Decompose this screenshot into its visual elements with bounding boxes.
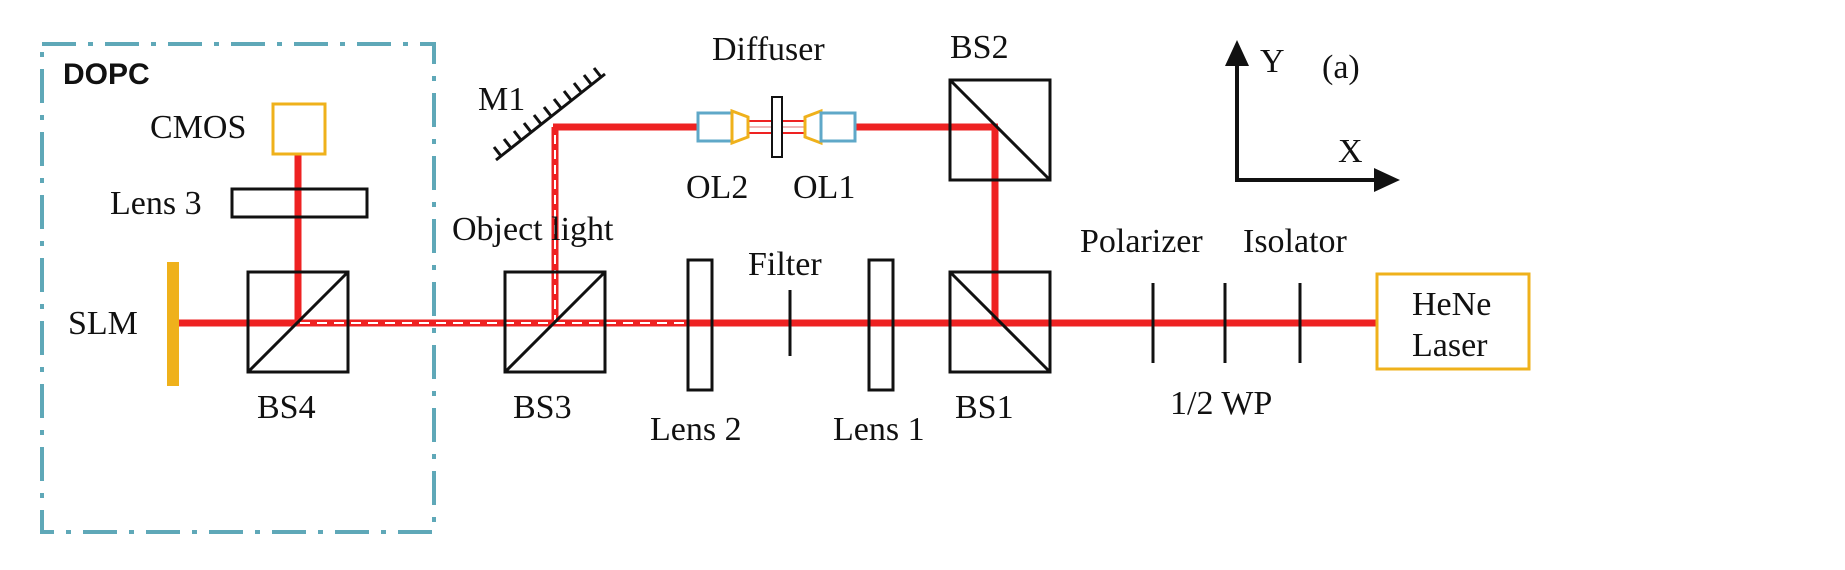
laser-label-line1: HeNe [1412, 286, 1491, 323]
lens3-label: Lens 3 [110, 185, 202, 222]
dopc-label: DOPC [63, 58, 150, 91]
object-light-label: Object light [452, 211, 614, 248]
slm-label: SLM [68, 305, 138, 342]
filter-label: Filter [748, 246, 822, 283]
axis-y-label: Y [1260, 43, 1285, 80]
polarizer-label: Polarizer [1080, 223, 1203, 260]
cmos-sensor [271, 102, 327, 156]
axes [1225, 40, 1400, 192]
lens1-element [867, 258, 895, 392]
diffuser-element [771, 96, 783, 158]
slm-plate [167, 262, 179, 386]
bs1-cube [948, 270, 1052, 374]
m1-mirror [492, 67, 606, 162]
dopc-enclosure [40, 42, 436, 534]
bs3-label: BS3 [513, 389, 572, 426]
isolator-label: Isolator [1243, 223, 1348, 260]
lens2-label: Lens 2 [650, 411, 742, 448]
hene-laser-box [1375, 272, 1531, 371]
bs2-cube [948, 78, 1052, 182]
ol1-objective [803, 108, 857, 146]
bs4-cube [246, 270, 350, 374]
diffuser-label: Diffuser [712, 31, 825, 68]
bs3-cube [503, 270, 607, 374]
panel-label: (a) [1322, 49, 1360, 86]
laser-label-line2: Laser [1412, 327, 1488, 364]
ol1-label: OL1 [793, 169, 855, 206]
cmos-label: CMOS [150, 109, 246, 146]
m1-label: M1 [478, 81, 525, 118]
bs1-label: BS1 [955, 389, 1014, 426]
lens2-element [686, 258, 714, 392]
bs4-label: BS4 [257, 389, 316, 426]
half-wp-label: 1/2 WP [1170, 385, 1272, 422]
lens1-label: Lens 1 [833, 411, 925, 448]
ol2-label: OL2 [686, 169, 748, 206]
ol2-objective [696, 108, 750, 146]
bs2-label: BS2 [950, 29, 1009, 66]
axis-x-label: X [1338, 133, 1363, 170]
lens3-element [230, 187, 369, 219]
